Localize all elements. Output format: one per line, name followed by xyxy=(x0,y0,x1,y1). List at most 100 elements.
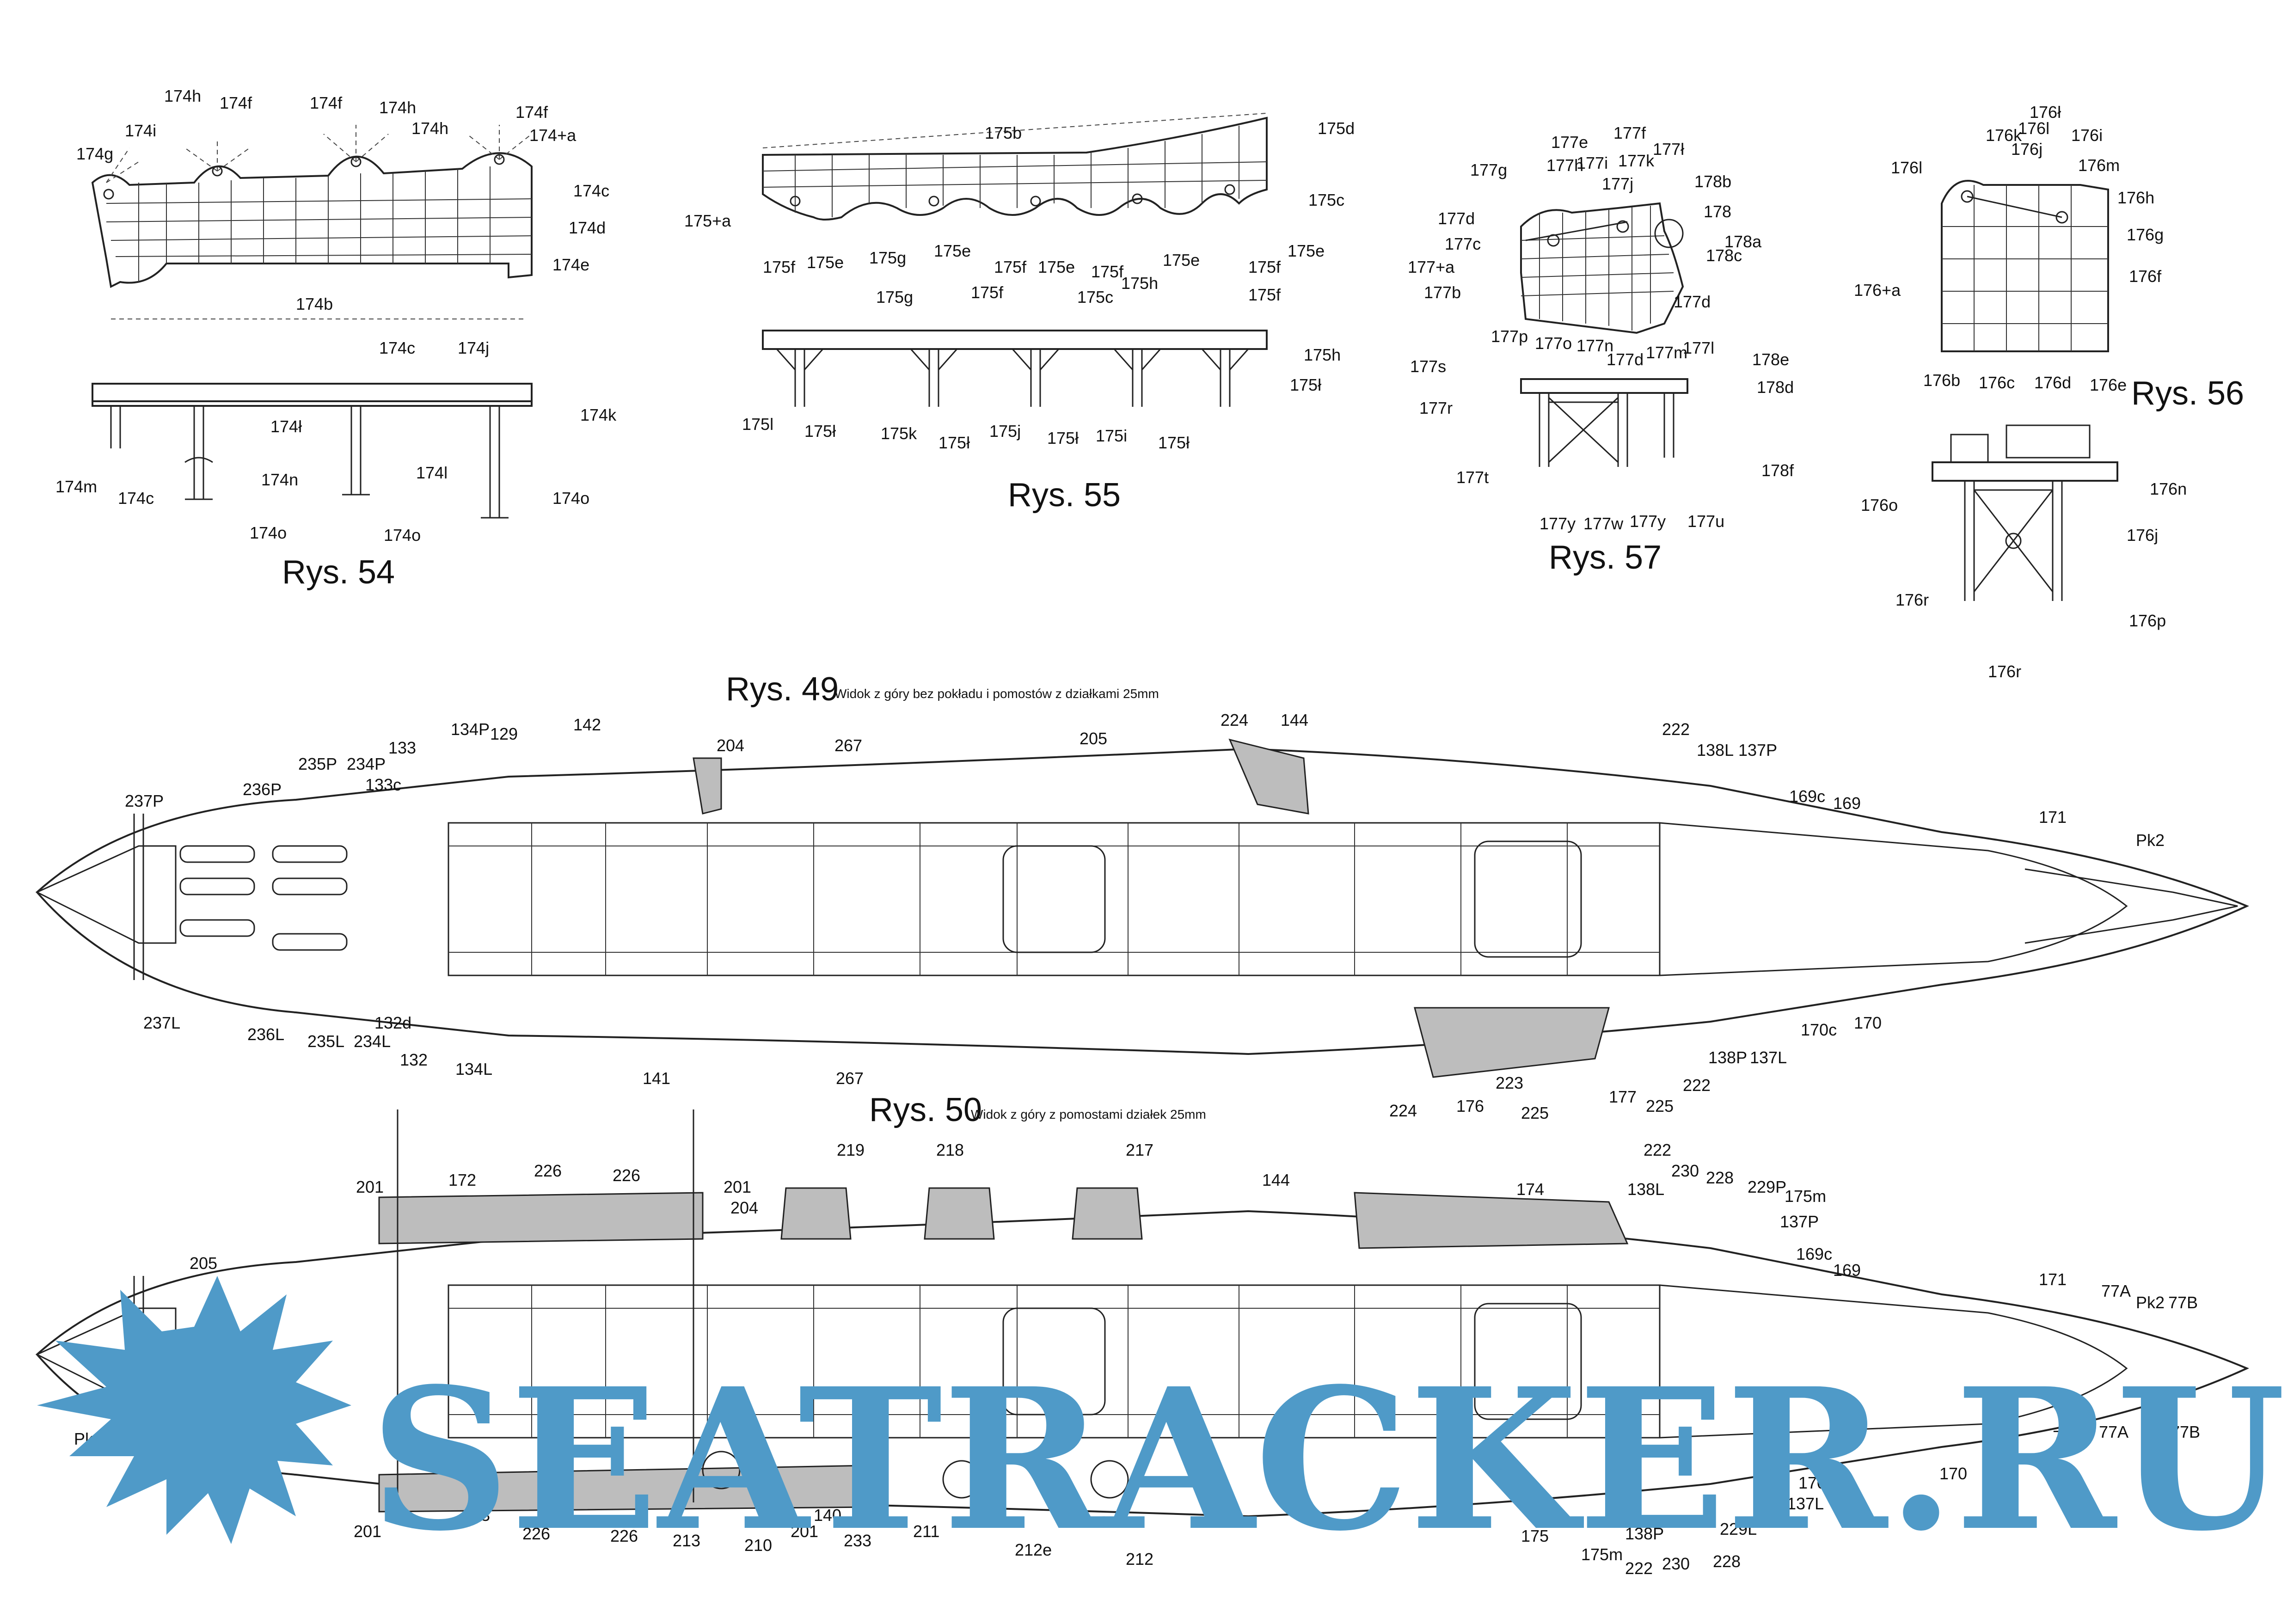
part-label: 175e xyxy=(807,253,844,272)
part-label: 204 xyxy=(717,736,744,755)
part-label: 77A xyxy=(2101,1281,2131,1300)
part-label: 174d xyxy=(569,218,606,237)
part-label: 174h xyxy=(411,119,448,138)
figure-rys50: Rys. 50 Widok z góry z pomostami działek… xyxy=(35,1091,2249,1518)
part-label: 144 xyxy=(1262,1171,1290,1189)
part-label: 177d xyxy=(1674,292,1711,311)
part-label: 175g xyxy=(876,288,913,306)
part-label: 174i xyxy=(125,121,156,140)
part-label: 177m xyxy=(1646,343,1687,362)
part-label: 129 xyxy=(490,724,518,743)
part-label: 212 xyxy=(1126,1550,1153,1569)
part-label: 174o xyxy=(552,489,589,508)
part-label: 176j xyxy=(2127,526,2158,545)
figure-rys56: Rys. 56 xyxy=(1932,180,2244,601)
part-label: 175c xyxy=(1308,190,1344,209)
part-label: 234L xyxy=(354,1032,391,1051)
part-label: 176m xyxy=(2078,156,2120,175)
part-label: 132d xyxy=(374,1013,411,1032)
part-label: 177l xyxy=(1683,338,1714,357)
part-label: 212e xyxy=(1015,1540,1052,1559)
part-label: 267 xyxy=(834,736,862,755)
part-label: 176j xyxy=(2011,140,2043,159)
part-label: 174c xyxy=(379,338,415,357)
part-label: 176n xyxy=(2150,479,2187,498)
part-label: 144 xyxy=(1281,711,1308,729)
part-label: 77B xyxy=(2168,1293,2198,1312)
part-label: 219 xyxy=(837,1140,865,1159)
part-label: 133c xyxy=(365,775,401,794)
part-label: 175f xyxy=(994,257,1027,276)
part-label: 177o xyxy=(1535,334,1572,353)
part-label: 175f xyxy=(1248,257,1281,276)
part-label: 175ł xyxy=(1047,429,1079,447)
part-label: 176ł xyxy=(2030,103,2061,122)
part-label: 178f xyxy=(1761,461,1794,480)
part-label: 133 xyxy=(388,738,416,757)
part-label: 172 xyxy=(448,1171,476,1189)
part-label: 175ł xyxy=(1290,375,1321,394)
part-label: 177h xyxy=(1546,156,1583,175)
part-label: 178d xyxy=(1757,378,1794,397)
part-label: 175e xyxy=(1038,257,1075,276)
part-label: 174c xyxy=(573,181,609,200)
part-label: 176d xyxy=(2034,373,2071,392)
part-label: 171 xyxy=(2039,808,2067,827)
part-label: 77A xyxy=(2099,1422,2128,1441)
part-label: 175e xyxy=(1163,251,1200,270)
part-label: 213 xyxy=(673,1531,700,1550)
part-label: 176r xyxy=(1988,662,2021,681)
part-label: 177i xyxy=(1576,153,1608,172)
part-label: 267 xyxy=(836,1069,864,1088)
part-label: 170c xyxy=(1801,1020,1837,1039)
part-label: 134P xyxy=(451,720,490,739)
figure-rys55: Rys. 55 xyxy=(762,113,1268,514)
part-label: 175e xyxy=(934,241,971,260)
part-label: 176l xyxy=(2018,119,2049,138)
part-label: 222 xyxy=(1625,1559,1653,1578)
part-label: 176o xyxy=(1861,496,1898,515)
part-label: 175d xyxy=(1318,119,1355,138)
part-label: 230 xyxy=(1671,1161,1699,1180)
part-label: 177+a xyxy=(1408,257,1455,276)
part-label: 175f xyxy=(1248,285,1281,304)
part-label: 175f xyxy=(763,257,796,276)
part-label: 177r xyxy=(1419,398,1453,417)
part-label: 174l xyxy=(416,463,448,482)
part-label: 175m xyxy=(1581,1545,1623,1564)
part-label: 177d xyxy=(1438,209,1475,228)
part-label: 178c xyxy=(1706,246,1742,265)
part-label: 177f xyxy=(1613,123,1646,142)
part-label: 177 xyxy=(1609,1087,1637,1106)
part-label: 218 xyxy=(936,1140,964,1159)
part-label: 225 xyxy=(1521,1103,1549,1122)
part-label: 228 xyxy=(1706,1168,1734,1187)
part-label: 177k xyxy=(1618,151,1655,170)
part-label: 174o xyxy=(250,523,287,542)
part-label: 177y xyxy=(1540,514,1576,533)
part-label: 234P xyxy=(347,754,386,773)
part-label: 217 xyxy=(1126,1140,1153,1159)
part-label: 201 xyxy=(354,1522,381,1541)
part-label: 138P xyxy=(1625,1524,1664,1543)
part-label: 233 xyxy=(844,1531,871,1550)
part-label: 142 xyxy=(573,715,601,734)
part-label: 177e xyxy=(1551,133,1588,152)
part-label: 229L xyxy=(1720,1520,1757,1538)
part-label: 177j xyxy=(1602,174,1633,193)
part-label: Pk2 xyxy=(2136,831,2165,850)
part-label: 171 xyxy=(2039,1270,2067,1289)
part-label: 176 xyxy=(1456,1097,1484,1115)
part-label: 176+a xyxy=(1854,281,1901,300)
part-label: 175f xyxy=(971,283,1004,302)
part-label: 176g xyxy=(2127,225,2164,244)
part-label: 175j xyxy=(989,422,1021,441)
part-label: 138P xyxy=(1708,1048,1747,1067)
part-label: 175 xyxy=(1521,1526,1549,1545)
part-label: 176f xyxy=(2129,267,2162,286)
part-label: 174o xyxy=(384,526,421,545)
part-label: 175h xyxy=(1304,345,1341,364)
figure-title: Rys. 50 xyxy=(869,1091,982,1128)
part-label: 174ł xyxy=(270,417,302,436)
part-label: 174e xyxy=(552,255,589,274)
